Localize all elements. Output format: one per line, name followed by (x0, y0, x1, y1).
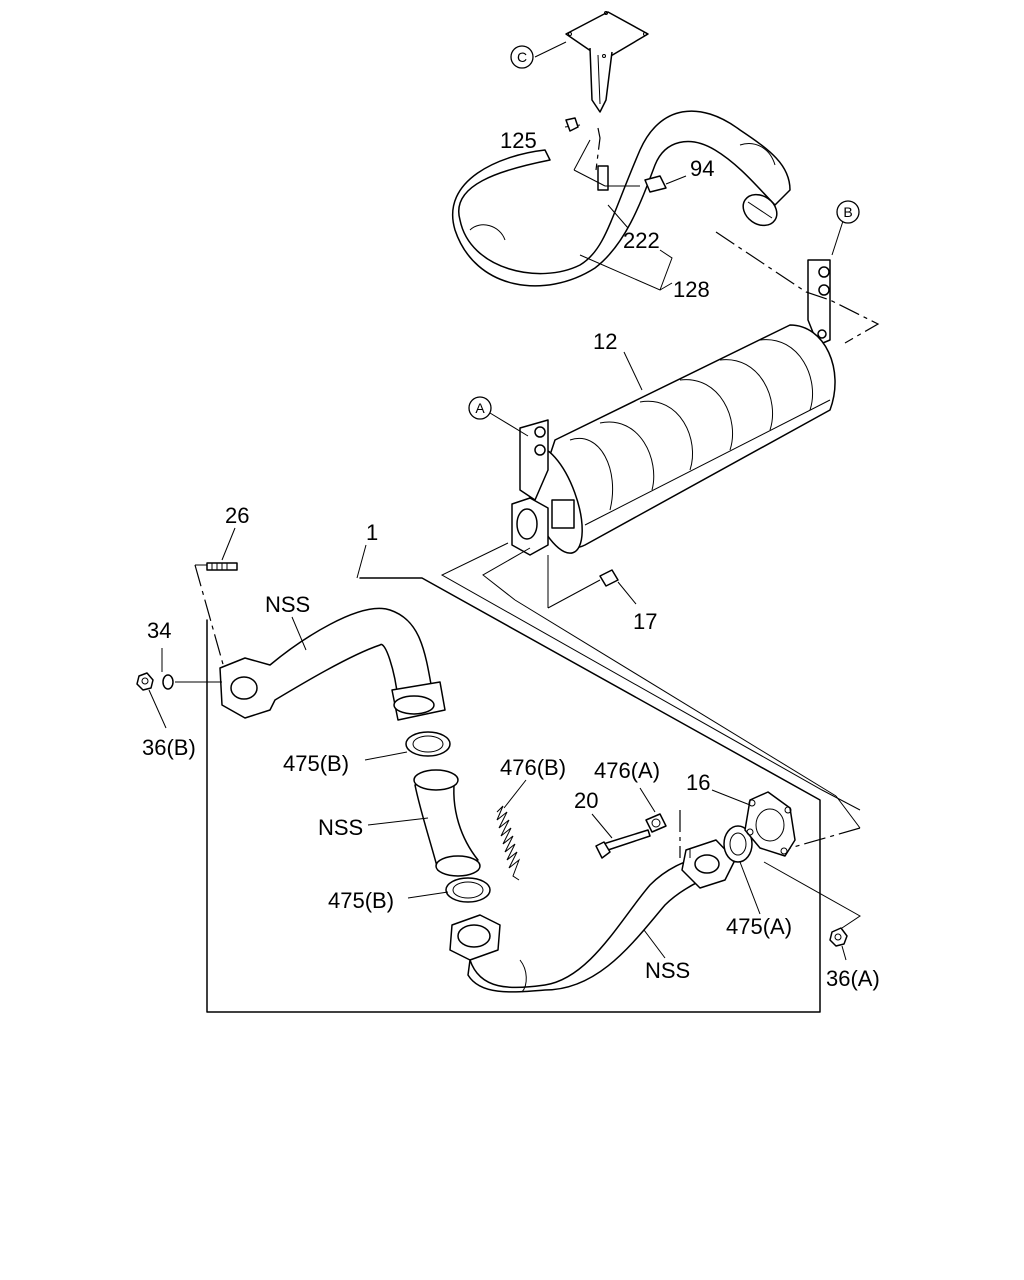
callout-a-label: A (475, 400, 485, 416)
hanger-bracket-a (519, 419, 549, 501)
label-475a: 475(A) (726, 914, 792, 939)
muffler (511, 324, 836, 556)
label-36b: 36(B) (142, 735, 196, 760)
label-nss-front: NSS (265, 592, 310, 617)
front-exhaust-pipe (219, 607, 446, 721)
ring-475a (723, 825, 753, 863)
label-475b-bottom: 475(B) (328, 888, 394, 913)
nut-36b (136, 672, 154, 691)
middle-pipe (413, 769, 481, 877)
label-12: 12 (593, 329, 617, 354)
label-475b-top: 475(B) (283, 751, 349, 776)
callout-b-label: B (843, 204, 852, 220)
label-nss-rear: NSS (645, 958, 690, 983)
nut-36a (829, 927, 848, 947)
label-476b: 476(B) (500, 755, 566, 780)
label-1: 1 (366, 520, 378, 545)
callout-circle-b: B (836, 200, 860, 224)
rear-exhaust-pipe (449, 839, 736, 993)
label-222: 222 (623, 228, 660, 253)
ring-475b-bottom (445, 877, 491, 903)
label-20: 20 (574, 788, 598, 813)
label-476a: 476(A) (594, 758, 660, 783)
callout-circle-a: A (468, 396, 492, 420)
tail-pipe (452, 110, 791, 287)
label-128: 128 (673, 277, 710, 302)
label-94: 94 (690, 156, 714, 181)
callout-circle-c: C (510, 45, 534, 69)
washer-34 (162, 674, 174, 690)
callout-c-label: C (517, 49, 527, 65)
spring-476a (645, 813, 667, 833)
hanger-bracket-b (807, 259, 831, 346)
label-16: 16 (686, 770, 710, 795)
flange-16 (744, 791, 796, 857)
label-17: 17 (633, 609, 657, 634)
ring-475b-top (405, 731, 451, 757)
label-36a: 36(A) (826, 966, 880, 991)
bolt-20 (595, 829, 651, 859)
label-125: 125 (500, 128, 537, 153)
label-34: 34 (147, 618, 171, 643)
stud-26 (206, 562, 238, 571)
spring-476b (496, 805, 521, 881)
assembly-frame (206, 544, 821, 1013)
hanger-bracket-c (565, 11, 649, 113)
label-nss-middle: NSS (318, 815, 363, 840)
label-26: 26 (225, 503, 249, 528)
